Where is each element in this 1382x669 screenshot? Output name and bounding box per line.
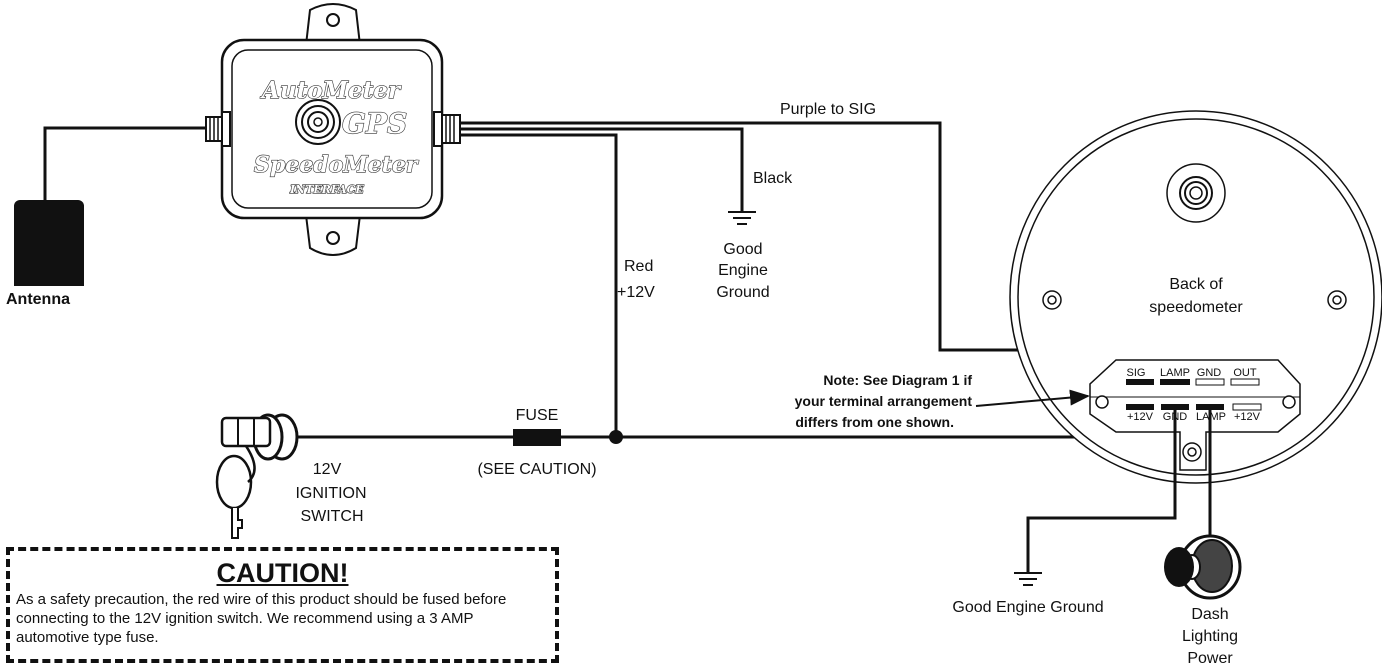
ignition-label-1: 12V	[313, 461, 342, 478]
dash-lighting-label-1: Dash	[1191, 606, 1228, 623]
module-brand-speedometer: SpeedoMeter	[254, 152, 419, 178]
gps-interface-module	[205, 3, 461, 256]
fuse	[513, 429, 561, 446]
module-brand-gps: GPS	[342, 107, 407, 140]
note-line-3: differs from one shown.	[795, 414, 954, 430]
caution-box: CAUTION! As a safety precaution, the red…	[6, 547, 559, 663]
speedometer-back	[1009, 110, 1382, 484]
ground-bottom-label: Good Engine Ground	[952, 599, 1103, 616]
module-brand-autometer: AutoMeter	[260, 77, 402, 104]
note-line-1: Note: See Diagram 1 if	[823, 372, 972, 388]
terminal-gnd-top: GND	[1197, 367, 1222, 379]
terminal-out: OUT	[1233, 367, 1257, 379]
terminal-sig: SIG	[1127, 367, 1146, 379]
black-wire-label: Black	[753, 170, 793, 187]
antenna	[14, 126, 205, 286]
ground-symbol-bottom	[1014, 572, 1042, 586]
dash-lighting-label-3: Power	[1187, 650, 1233, 667]
dash-lighting-connector-icon	[1164, 534, 1242, 600]
ground-top-label-1: Good	[723, 241, 762, 258]
ignition-label-3: SWITCH	[300, 508, 363, 525]
ignition-switch-icon	[215, 413, 299, 539]
antenna-label: Antenna	[6, 291, 70, 308]
purple-wire-label: Purple to SIG	[780, 101, 876, 118]
junction-dot	[609, 430, 623, 444]
terminal-lamp-top: LAMP	[1160, 367, 1190, 379]
caution-title: CAUTION!	[216, 558, 349, 588]
back-of-speedometer-label-2: speedometer	[1149, 299, 1243, 316]
note-arrow	[975, 389, 1090, 407]
terminal-12v-bottom-right: +12V	[1234, 411, 1261, 423]
module-brand-interface: INTERFACE	[289, 183, 364, 196]
ground-symbol-top	[728, 211, 756, 225]
note-line-2: your terminal arrangement	[795, 393, 973, 409]
ground-top-label-2: Engine	[718, 262, 768, 279]
fuse-label: FUSE	[516, 407, 559, 424]
caution-text: As a safety precaution, the red wire of …	[16, 591, 507, 646]
see-caution-label: (SEE CAUTION)	[477, 461, 596, 478]
red-wire-label-1: Red	[624, 258, 653, 275]
red-wire-label-2: +12V	[617, 284, 655, 301]
ignition-label-2: IGNITION	[295, 485, 366, 502]
ground-top-label-3: Ground	[716, 284, 769, 301]
terminal-12v-bottom-left: +12V	[1127, 411, 1154, 423]
dash-lighting-label-2: Lighting	[1182, 628, 1238, 645]
power-line	[296, 407, 1145, 446]
back-of-speedometer-label-1: Back of	[1169, 276, 1223, 293]
speedometer-output-wires	[1026, 410, 1212, 573]
